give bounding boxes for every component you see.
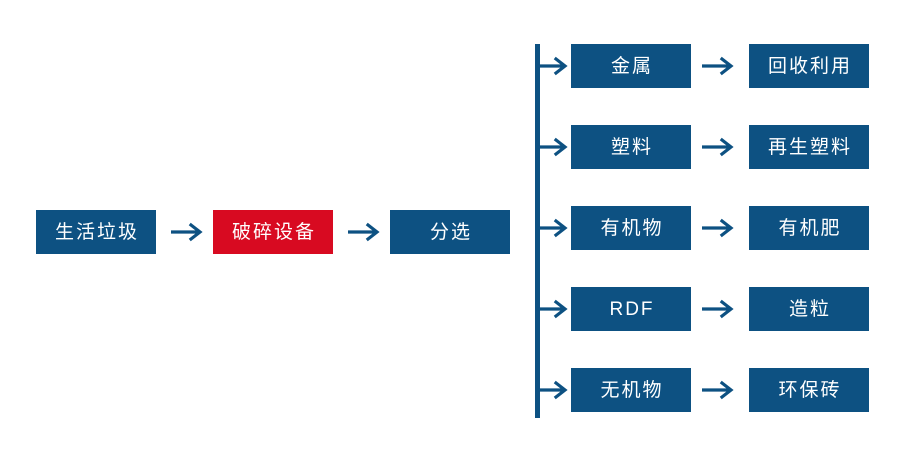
- node-material-rdf[interactable]: RDF: [571, 287, 691, 331]
- arrow-inorganic-to-product: [701, 379, 737, 401]
- node-label: 造粒: [788, 298, 831, 320]
- node-label: 有机肥: [778, 217, 842, 239]
- arrow-rdf-to-product: [701, 298, 737, 320]
- node-material-organic[interactable]: 有机物: [571, 206, 691, 250]
- branch-arrow-plastic: [538, 137, 570, 159]
- node-product-inorganic[interactable]: 环保砖: [749, 368, 869, 412]
- node-label: 有机物: [600, 217, 664, 239]
- arrow-plastic-to-product: [701, 136, 737, 158]
- node-label: 无机物: [600, 379, 664, 401]
- node-material-plastic[interactable]: 塑料: [571, 125, 691, 169]
- node-product-organic[interactable]: 有机肥: [749, 206, 869, 250]
- branch-arrow-rdf: [538, 299, 570, 321]
- node-material-metal[interactable]: 金属: [571, 44, 691, 88]
- node-label: 破碎设备: [231, 221, 316, 243]
- node-label: 再生塑料: [767, 136, 852, 158]
- branch-arrow-organic: [538, 218, 570, 240]
- node-label: 金属: [610, 55, 653, 77]
- node-label: RDF: [609, 298, 655, 320]
- branch-arrow-inorganic: [538, 380, 570, 402]
- node-product-metal[interactable]: 回收利用: [749, 44, 869, 88]
- node-label: 环保砖: [778, 379, 842, 401]
- node-product-plastic[interactable]: 再生塑料: [749, 125, 869, 169]
- branch-trunk-line: [535, 44, 540, 418]
- node-sorting[interactable]: 分选: [390, 210, 510, 254]
- node-input-waste[interactable]: 生活垃圾: [36, 210, 156, 254]
- node-material-inorganic[interactable]: 无机物: [571, 368, 691, 412]
- node-label: 塑料: [610, 136, 653, 158]
- node-label: 生活垃圾: [54, 221, 139, 243]
- node-crusher-equipment[interactable]: 破碎设备: [213, 210, 333, 254]
- branch-arrow-metal: [538, 56, 570, 78]
- node-label: 分选: [429, 221, 472, 243]
- node-product-rdf[interactable]: 造粒: [749, 287, 869, 331]
- node-label: 回收利用: [767, 55, 852, 77]
- arrow-organic-to-product: [701, 217, 737, 239]
- arrow-crusher-to-sorting: [347, 216, 383, 248]
- arrow-input-to-crusher: [170, 216, 206, 248]
- arrow-metal-to-product: [701, 55, 737, 77]
